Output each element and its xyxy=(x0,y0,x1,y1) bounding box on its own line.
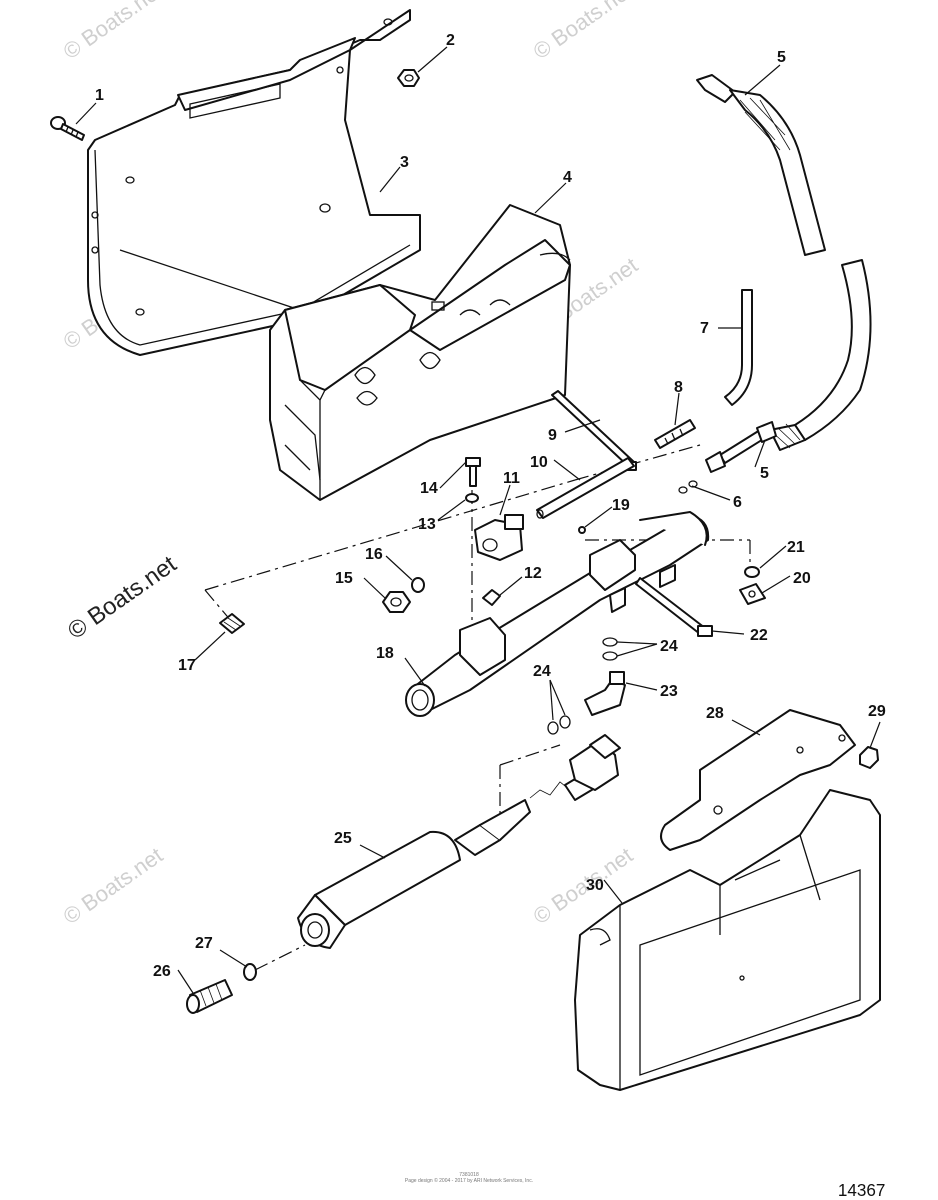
figure-number: 14367 xyxy=(838,1180,886,1200)
callout-25: 25 xyxy=(334,830,352,847)
callout-26: 26 xyxy=(153,963,171,980)
watermark-1: © Boats.net xyxy=(59,0,168,64)
callout-12: 12 xyxy=(524,565,542,582)
screw-part-1 xyxy=(50,116,85,141)
callout-11: 11 xyxy=(503,470,520,487)
nut-part-2 xyxy=(397,69,420,87)
callout-5b: 5 xyxy=(760,465,769,482)
callout-20: 20 xyxy=(793,570,811,587)
o-rings-part-24b xyxy=(547,715,571,735)
regulator-part-11 xyxy=(474,514,524,561)
callouts: 1 2 3 4 5 5 6 7 8 9 10 11 12 13 14 15 16… xyxy=(95,32,886,980)
callout-7: 7 xyxy=(700,320,709,337)
washer-part-27 xyxy=(243,963,257,981)
footer-code: 7381018 xyxy=(459,1172,479,1178)
callout-21: 21 xyxy=(787,539,805,556)
plug-part-19 xyxy=(578,526,586,534)
callout-24b: 24 xyxy=(533,663,551,680)
callout-15: 15 xyxy=(335,570,353,587)
watermark-main: © Boats.net xyxy=(63,550,182,644)
watermark-2: © Boats.net xyxy=(529,0,638,64)
callout-16: 16 xyxy=(365,546,383,563)
callout-8: 8 xyxy=(674,379,683,396)
callout-13: 13 xyxy=(418,516,436,533)
callout-22: 22 xyxy=(750,627,768,644)
watermark-6: © Boats.net xyxy=(59,842,168,929)
valve-part-22 xyxy=(635,577,713,637)
callout-19: 19 xyxy=(612,497,630,514)
hose-part-7 xyxy=(724,289,753,406)
callout-5a: 5 xyxy=(777,49,786,66)
o-ring-part-21 xyxy=(744,566,760,578)
hose-part-5-upper xyxy=(696,74,872,451)
callout-17: 17 xyxy=(178,657,196,674)
callout-4: 4 xyxy=(563,169,572,186)
callout-27: 27 xyxy=(195,935,213,952)
clip-part-12 xyxy=(482,589,501,606)
screw-part-14 xyxy=(465,457,481,487)
callout-3: 3 xyxy=(400,154,409,171)
elbow-part-23 xyxy=(584,671,626,716)
nut-part-15 xyxy=(382,591,411,613)
callout-23: 23 xyxy=(660,683,678,700)
leader-lines xyxy=(75,46,881,994)
rod-part-9 xyxy=(551,390,637,471)
callout-24a: 24 xyxy=(660,638,678,655)
fuel-pump-part-25 xyxy=(297,734,621,949)
fastener-part-17 xyxy=(219,613,245,634)
fitting-part-20 xyxy=(739,583,766,605)
callout-14: 14 xyxy=(420,480,438,497)
callout-6: 6 xyxy=(733,494,742,511)
housing-part-4 xyxy=(269,204,571,501)
callout-1: 1 xyxy=(95,87,104,104)
fitting-part-26 xyxy=(186,979,233,1014)
cover-part-30 xyxy=(574,789,881,1091)
callout-9: 9 xyxy=(548,427,557,444)
nut-part-29 xyxy=(859,746,879,769)
fitting-part-8 xyxy=(654,419,696,449)
o-rings-part-24a xyxy=(602,637,618,661)
tube-part-10 xyxy=(536,457,635,519)
washer-part-13 xyxy=(465,493,479,503)
callout-30: 30 xyxy=(586,877,604,894)
callout-29: 29 xyxy=(868,703,886,720)
callout-10: 10 xyxy=(530,454,548,471)
hose-part-5-lower xyxy=(705,421,777,473)
callout-28: 28 xyxy=(706,705,724,722)
callout-18: 18 xyxy=(376,645,394,662)
fuel-rail-part-18 xyxy=(405,511,710,717)
washer-part-16 xyxy=(411,577,425,593)
callout-2: 2 xyxy=(446,32,455,49)
bracket-part-28 xyxy=(660,709,856,851)
footer-copyright: Page design © 2004 - 2017 by ARI Network… xyxy=(405,1177,533,1184)
